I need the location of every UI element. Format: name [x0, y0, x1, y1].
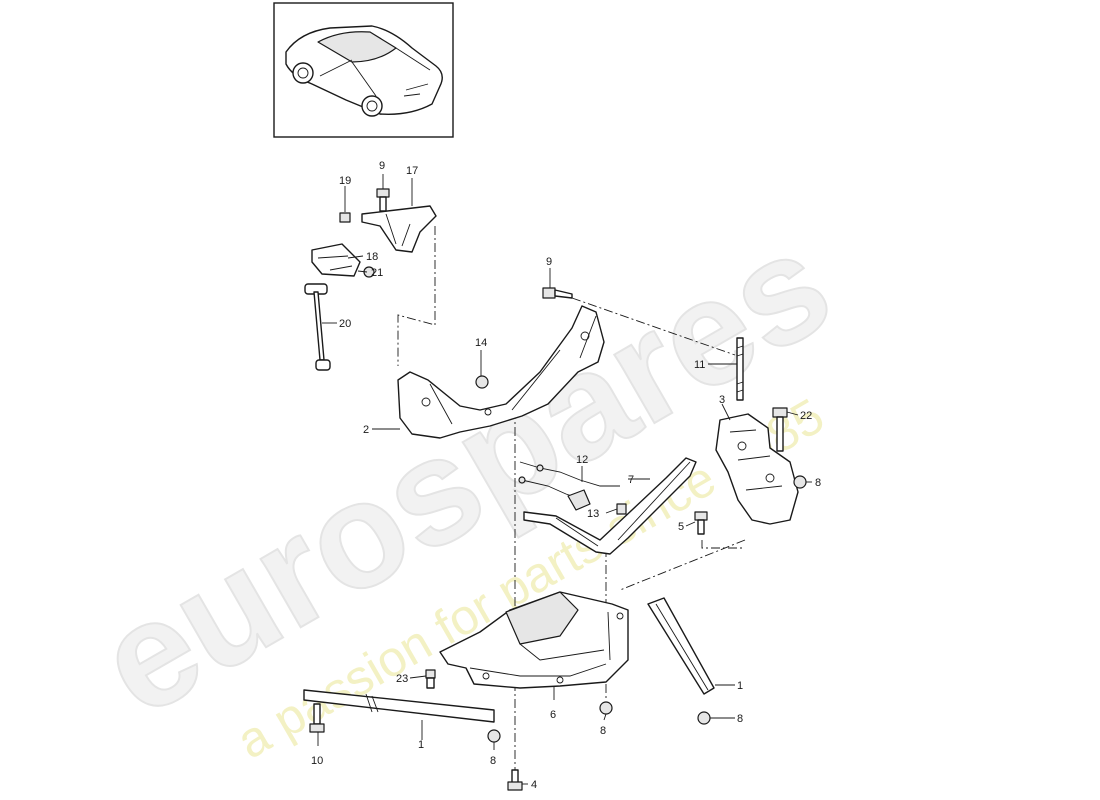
part-12-wiring — [518, 461, 620, 511]
part-19-screw — [339, 212, 351, 223]
callout-10: 10 — [311, 755, 323, 767]
callout-5: 5 — [678, 521, 684, 533]
callout-11: 11 — [694, 359, 705, 371]
part-1-rail-right — [647, 597, 715, 695]
callout-19: 19 — [339, 175, 351, 187]
callout-4: 4 — [531, 779, 537, 791]
callout-6: 6 — [550, 709, 556, 721]
part-3-mount — [715, 413, 799, 525]
part-9-bolt-middle — [542, 287, 573, 299]
part-5-bolt — [694, 511, 708, 535]
callout-21: 21 — [371, 267, 383, 279]
callout-17: 17 — [406, 165, 418, 177]
part-22-bolt — [772, 407, 788, 452]
callout-8-c: 8 — [600, 725, 606, 737]
callout-18: 18 — [366, 251, 378, 263]
callout-1-right: 1 — [737, 680, 743, 692]
callout-8-d: 8 — [490, 755, 496, 767]
callout-7: 7 — [628, 474, 634, 486]
part-4-bolt — [507, 769, 523, 791]
callout-9-upper: 9 — [379, 160, 385, 172]
callout-23: 23 — [396, 673, 408, 685]
callout-9-middle: 9 — [546, 256, 552, 268]
part-7-brace — [523, 457, 697, 555]
callout-12: 12 — [576, 454, 588, 466]
callout-2: 2 — [363, 424, 369, 436]
callout-22: 22 — [800, 410, 812, 422]
part-11-stud — [736, 337, 744, 401]
callout-20: 20 — [339, 318, 351, 330]
callout-8-a: 8 — [815, 477, 821, 489]
part-14-bushing — [475, 375, 489, 389]
callout-3: 3 — [719, 394, 725, 406]
part-23-bolt — [425, 669, 436, 689]
callout-8-b: 8 — [737, 713, 743, 725]
callout-labels: 19 9 17 18 21 20 14 9 2 11 3 22 8 12 7 1… — [311, 160, 821, 791]
car-outline-icon — [285, 25, 443, 117]
vehicle-thumbnail — [273, 2, 454, 138]
part-13-screw — [616, 503, 627, 515]
part-6-panel — [439, 591, 629, 689]
callout-13: 13 — [587, 508, 599, 520]
part-18-level-sensor — [311, 243, 361, 277]
callout-1-left: 1 — [418, 739, 424, 751]
part-8-nuts — [487, 475, 807, 743]
callout-14: 14 — [475, 337, 487, 349]
part-9-bolt-upper — [376, 188, 390, 212]
part-1-rail-left — [303, 689, 495, 723]
part-10-bolt — [309, 703, 325, 733]
part-17-bracket — [361, 205, 437, 253]
part-20-link-rod — [304, 283, 331, 371]
part-2-crossmember — [397, 305, 605, 439]
leader-lines — [317, 174, 812, 785]
